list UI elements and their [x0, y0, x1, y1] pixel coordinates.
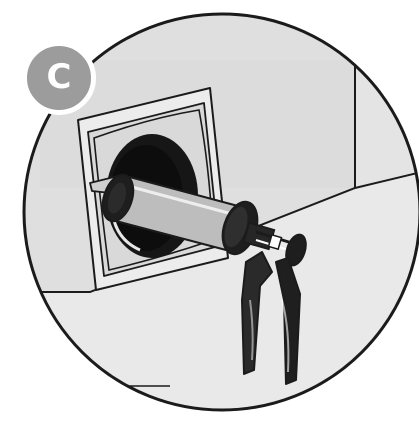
step-badge: C	[22, 41, 96, 115]
step-letter: C	[47, 60, 72, 94]
